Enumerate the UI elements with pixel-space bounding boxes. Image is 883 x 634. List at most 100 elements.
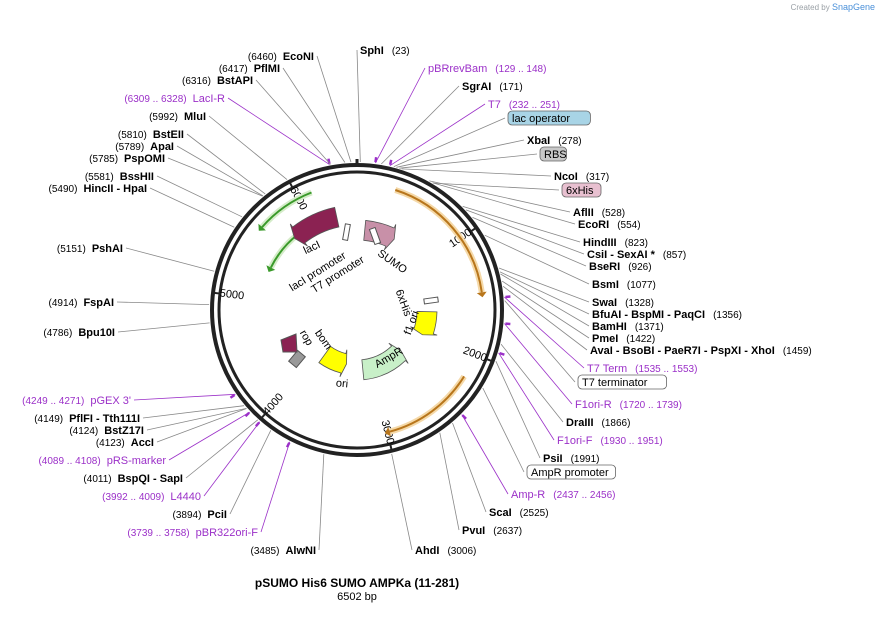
backbone-inner-strand	[217, 170, 497, 450]
leader-f1ori-f	[498, 352, 555, 441]
site-label-swai: SwaI(1328)	[592, 297, 654, 309]
label-name-avai-bsobi-paer7i-pspxi-xhoi: AvaI - BsoBI - PaeR7I - PspXI - XhoI	[590, 345, 775, 357]
label-name-amp-r: Amp-R	[511, 489, 545, 501]
backbone-outer-strand	[210, 163, 504, 457]
tick-mark-2000	[484, 357, 494, 363]
label-pos-bfuai-bspmi-paqci: (1356)	[713, 310, 742, 321]
label-pos-mlui: (5992)	[149, 112, 178, 123]
site-label-bspqi-sapi: BspQI - SapI(4011)	[83, 473, 183, 485]
site-label-sphi: SphI(23)	[360, 45, 410, 57]
label-pos-econi: (6460)	[248, 52, 277, 63]
label-pos-bseri: (926)	[628, 262, 651, 273]
label-pos-laci-r: (6309 .. 6328)	[124, 94, 186, 105]
tick-mark-6000	[288, 180, 295, 190]
label-name-l4440: L4440	[170, 491, 201, 503]
leader-bstz17i	[146, 408, 247, 431]
leader-lac-operator	[393, 117, 506, 167]
site-label-mlui: MluI(5992)	[149, 111, 206, 123]
label-pos-t7: (232 .. 251)	[509, 100, 560, 111]
label-name-pbr322ori-f: pBR322ori-F	[196, 527, 259, 539]
label-name-aflii: AflII	[573, 207, 594, 219]
leader-scai	[452, 422, 487, 513]
label-name-ahdi: AhdI	[415, 545, 439, 557]
label-pos-pbr322ori-f: (3739 .. 3758)	[127, 528, 189, 539]
site-label-pshai: PshAI(5151)	[57, 243, 123, 255]
feature-box-ampr-promoter: AmpR promoter	[526, 464, 616, 480]
label-pos-bstapi: (6316)	[182, 76, 211, 87]
label-name-pgex-3: pGEX 3'	[90, 395, 131, 407]
leader-swai	[498, 267, 590, 303]
label-name-laci-r: LacI-R	[193, 93, 225, 105]
feature-box-text-ampr-promoter: AmpR promoter	[531, 467, 609, 479]
site-label-hindiii: HindIII(823)	[583, 237, 648, 249]
leader-pbrrevbam	[375, 67, 426, 164]
label-pos-pbrrevbam: (129 .. 148)	[495, 64, 546, 75]
label-name-pbrrevbam: pBRrevBam	[428, 63, 487, 75]
label-name-ncoi: NcoI	[554, 171, 578, 183]
label-name-acci: AccI	[131, 437, 154, 449]
site-label-acci: AccI(4123)	[96, 437, 154, 449]
primer-site-l4440	[254, 421, 261, 427]
label-name-bsshii: BssHII	[120, 171, 154, 183]
leader-rbs	[399, 153, 538, 169]
feature-box-text-6xhis: 6xHis	[566, 185, 594, 197]
label-name-f1ori-r: F1ori-R	[575, 399, 612, 411]
label-pos-t7-term: (1535 .. 1553)	[635, 364, 697, 375]
label-name-pspomi: PspOMI	[124, 153, 165, 165]
feature-laci-promoter-box	[342, 223, 351, 241]
feature-ori-arrow	[318, 345, 348, 378]
leader-pflmi	[282, 67, 346, 163]
label-pos-ncoi: (317)	[586, 172, 609, 183]
label-pos-bpu10i: (4786)	[43, 328, 72, 339]
leader-csii-sexai	[465, 209, 585, 255]
tick-label-5000: 5000	[219, 287, 245, 302]
leader-bfuai-bspmi-paqci	[499, 271, 590, 315]
site-label-draiii: DraIII(1866)	[566, 417, 630, 429]
label-pos-l4440: (3992 .. 4009)	[102, 492, 164, 503]
label-pos-pflfi-tth111i: (4149)	[34, 414, 63, 425]
label-name-scai: ScaI	[489, 507, 512, 519]
site-label-ncoi: NcoI (317)	[554, 171, 609, 183]
feature-box-text-lac-operator: lac operator	[512, 113, 570, 125]
leader-pcii	[229, 430, 272, 515]
label-name-t7-term: T7 Term	[587, 363, 627, 375]
label-pos-bsteii: (5810)	[118, 130, 147, 141]
label-name-pshai: PshAI	[92, 243, 123, 255]
tick-label-4000: 4000	[261, 391, 286, 417]
site-label-psii: PsiI(1991)	[543, 453, 599, 465]
label-pos-f1ori-r: (1720 .. 1739)	[620, 400, 682, 411]
feature-label-ori: ori	[335, 377, 348, 390]
site-label-sgrai: SgrAI(171)	[462, 81, 523, 93]
label-pos-bspqi-sapi: (4011)	[83, 474, 111, 485]
orf-arrow-ampr	[389, 375, 465, 433]
label-name-f1ori-f: F1ori-F	[557, 435, 593, 447]
leader-bsshii	[156, 175, 243, 218]
label-name-csii-sexai: CsiI - SexAI *	[587, 249, 656, 261]
leader-pgex-3	[133, 393, 236, 401]
leader-ecori	[432, 182, 576, 225]
label-pos-swai: (1328)	[625, 298, 654, 309]
site-label-bsshii: BssHII(5581)	[85, 171, 154, 183]
label-pos-f1ori-f: (1930 .. 1951)	[600, 436, 662, 447]
site-label-apai: ApaI(5789)	[115, 141, 174, 153]
label-name-pcii: PciI	[207, 509, 227, 521]
leader-ncoi	[401, 168, 552, 177]
leader-f1ori-r	[504, 323, 573, 405]
label-name-bseri: BseRI	[589, 261, 620, 273]
site-label-avai-bsobi-paer7i-pspxi-xhoi: AvaI - BsoBI - PaeR7I - PspXI - XhoI(145…	[590, 345, 812, 357]
label-name-bstz17i: BstZ17I	[104, 425, 144, 437]
label-pos-csii-sexai: (857)	[663, 250, 686, 261]
tick-label-2000: 2000	[461, 345, 488, 365]
site-label-bsteii: BstEII(5810)	[118, 129, 184, 141]
primer-label-pbrrevbam: pBRrevBam (129 .. 148)	[428, 63, 546, 75]
primer-label-f1ori-f: F1ori-F (1930 .. 1951)	[557, 435, 663, 447]
feature-6xhis-box	[423, 296, 439, 305]
leader-psii	[495, 361, 541, 459]
site-label-econi: EcoNI(6460)	[248, 51, 314, 63]
label-name-bpu10i: Bpu10I	[78, 327, 115, 339]
label-name-sphi: SphI	[360, 45, 384, 57]
leader-hincii-hpai	[149, 187, 235, 228]
primer-label-l4440: L4440 (3992 .. 4009)	[102, 491, 201, 503]
label-pos-hincii-hpai: (5490)	[49, 184, 78, 195]
feature-box-t7-terminator: T7 terminator	[577, 374, 667, 390]
